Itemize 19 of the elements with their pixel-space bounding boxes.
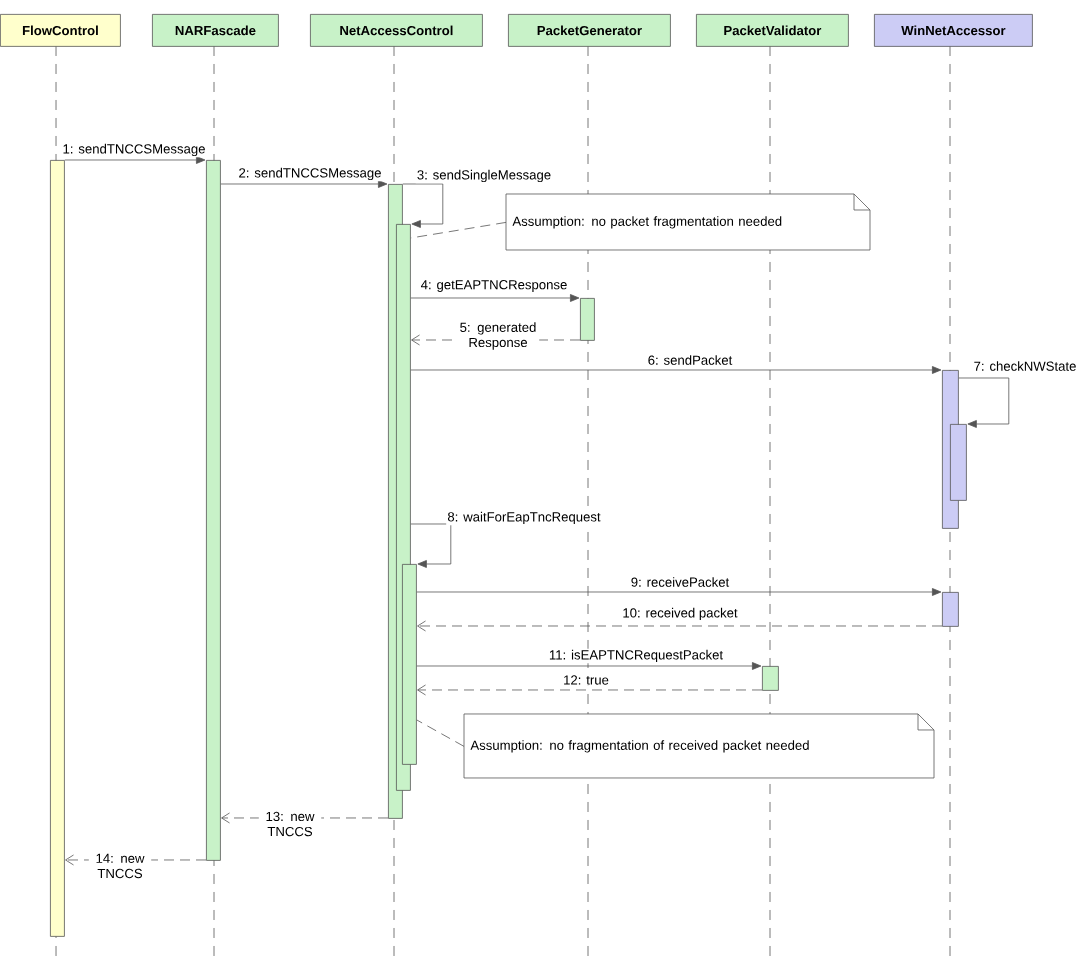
message-arrow	[416, 662, 762, 670]
message-arrow	[416, 588, 942, 596]
activation-bar	[942, 592, 959, 627]
activation-bar	[762, 666, 779, 691]
message-arrow	[220, 180, 388, 188]
activation-bar	[206, 160, 221, 861]
message-arrow	[417, 684, 763, 696]
message-arrow	[958, 377, 1010, 428]
activation-bar	[580, 298, 595, 341]
message-arrow	[417, 620, 943, 632]
message-arrow	[410, 366, 942, 374]
activation-bar	[50, 160, 65, 937]
message-arrow	[64, 156, 206, 164]
message-arrow	[410, 294, 580, 302]
activation-bar	[950, 424, 967, 501]
activation-bar	[402, 564, 417, 765]
note-link	[416, 719, 465, 747]
message-arrow	[410, 523, 452, 568]
message-arrow	[402, 183, 444, 228]
